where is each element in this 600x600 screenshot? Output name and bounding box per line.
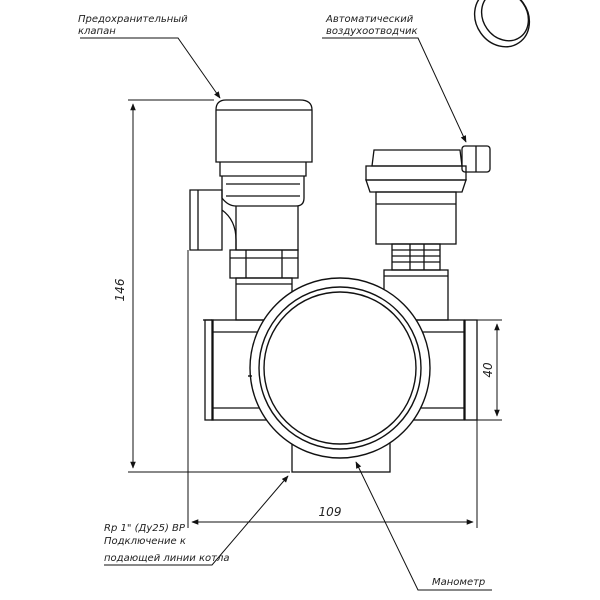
dimension-side: [477, 319, 502, 421]
leader-safety-valve: [80, 37, 221, 99]
safety-valve: [189, 99, 313, 279]
dimension-width-value: 109: [319, 505, 342, 519]
label-air-vent-line1: Автоматический: [325, 14, 414, 25]
leader-connection: [104, 475, 289, 566]
label-manometer: Манометр: [432, 577, 485, 588]
dimension-width: [187, 250, 478, 528]
dimension-height-value: 146: [113, 278, 127, 301]
manometer-dial: [248, 277, 431, 459]
air-vent: [365, 145, 491, 271]
gasket-ring: [473, 0, 531, 48]
leader-manometer: [355, 461, 492, 591]
label-air-vent-line2: воздухоотводчик: [326, 26, 418, 37]
label-connection-line3: подающей линии котла: [104, 553, 229, 564]
label-safety-valve-line2: клапан: [78, 26, 116, 37]
label-connection-line1: Rp 1" (Ду25) ВР: [104, 523, 186, 534]
leader-air-vent: [322, 37, 467, 143]
dimension-side-value: 40: [481, 362, 495, 378]
label-safety-valve-line1: Предохранительный: [78, 14, 188, 25]
dimension-height: [128, 99, 290, 473]
label-connection-line2: Подключение к: [104, 536, 186, 547]
